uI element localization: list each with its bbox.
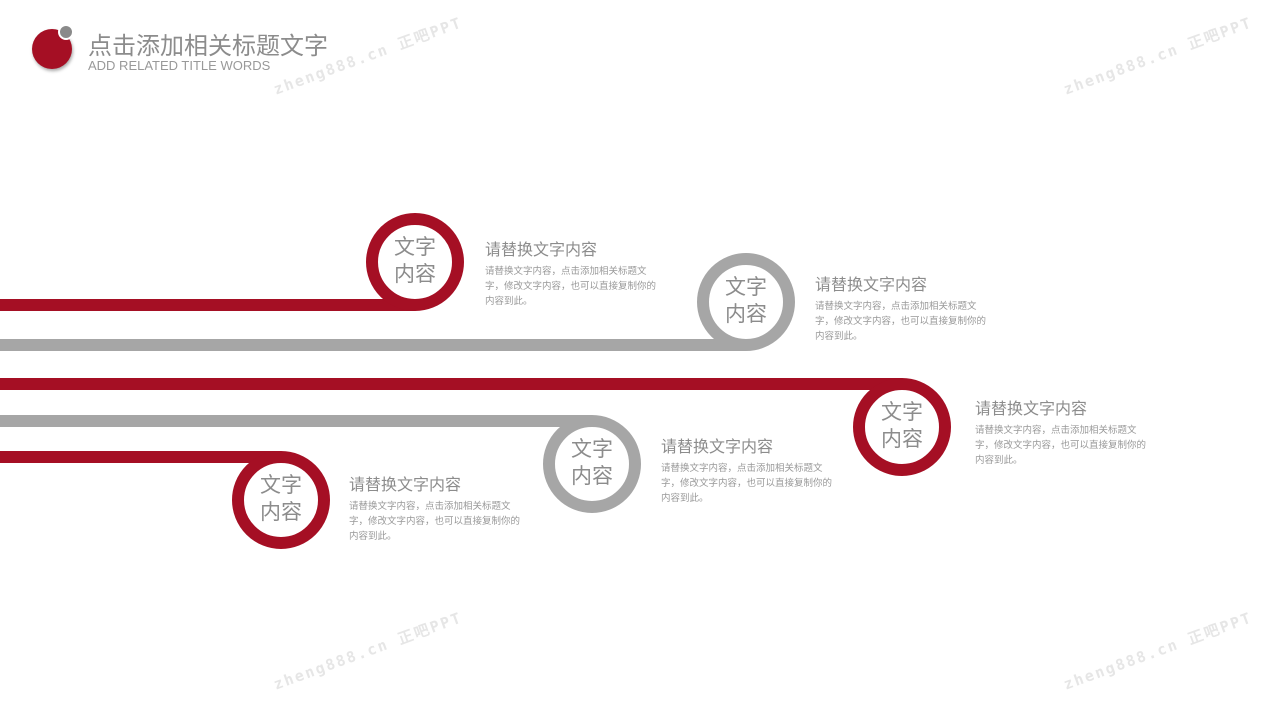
block-title: 请替换文字内容 xyxy=(485,240,598,259)
text-block: 请替换文字内容请替换文字内容，点击添加相关标题文字，修改文字内容，也可以直接复制… xyxy=(349,471,527,544)
circle-label-line: 文字 xyxy=(725,275,767,299)
timeline-line xyxy=(0,299,415,311)
logo-dot xyxy=(58,24,74,40)
block-title: 请替换文字内容 xyxy=(975,399,1088,418)
timeline-ring xyxy=(853,378,951,476)
timeline-line xyxy=(0,415,592,427)
text-block: 请替换文字内容请替换文字内容，点击添加相关标题文字，修改文字内容，也可以直接复制… xyxy=(485,236,663,309)
text-block: 请替换文字内容请替换文字内容，点击添加相关标题文字，修改文字内容，也可以直接复制… xyxy=(661,433,839,506)
circle-label-line: 内容 xyxy=(881,427,923,451)
circle-label-line: 内容 xyxy=(571,464,613,488)
circle-label-line: 文字 xyxy=(571,437,613,461)
circle-label: 文字内容 xyxy=(711,274,781,328)
timeline-ring xyxy=(232,451,330,549)
block-title: 请替换文字内容 xyxy=(661,437,774,456)
circle-label-line: 文字 xyxy=(394,235,436,259)
page-subtitle: ADD RELATED TITLE WORDS xyxy=(88,58,271,73)
circle-label-line: 文字 xyxy=(260,473,302,497)
circle-label: 文字内容 xyxy=(246,472,316,526)
block-body: 请替换文字内容，点击添加相关标题文字，修改文字内容，也可以直接复制你的内容到此。 xyxy=(661,463,833,504)
timeline-ring xyxy=(366,213,464,311)
block-title: 请替换文字内容 xyxy=(815,275,928,294)
text-block: 请替换文字内容请替换文字内容，点击添加相关标题文字，修改文字内容，也可以直接复制… xyxy=(975,395,1153,468)
timeline-ring xyxy=(543,415,641,513)
block-body: 请替换文字内容，点击添加相关标题文字，修改文字内容，也可以直接复制你的内容到此。 xyxy=(485,266,657,307)
block-body: 请替换文字内容，点击添加相关标题文字，修改文字内容，也可以直接复制你的内容到此。 xyxy=(975,425,1147,466)
block-body: 请替换文字内容，点击添加相关标题文字，修改文字内容，也可以直接复制你的内容到此。 xyxy=(349,501,521,542)
timeline-line xyxy=(0,378,902,390)
circle-label: 文字内容 xyxy=(380,234,450,288)
block-body: 请替换文字内容，点击添加相关标题文字，修改文字内容，也可以直接复制你的内容到此。 xyxy=(815,301,987,342)
circle-label-line: 文字 xyxy=(881,400,923,424)
timeline-line xyxy=(0,451,281,463)
circle-label-line: 内容 xyxy=(394,262,436,286)
timeline-line xyxy=(0,339,746,351)
timeline-ring xyxy=(697,253,795,351)
circle-label-line: 内容 xyxy=(260,500,302,524)
circle-label: 文字内容 xyxy=(867,399,937,453)
circle-label: 文字内容 xyxy=(557,436,627,490)
block-title: 请替换文字内容 xyxy=(349,475,462,494)
circle-label-line: 内容 xyxy=(725,302,767,326)
page-title: 点击添加相关标题文字 xyxy=(88,32,328,60)
text-block: 请替换文字内容请替换文字内容，点击添加相关标题文字，修改文字内容，也可以直接复制… xyxy=(815,271,993,344)
